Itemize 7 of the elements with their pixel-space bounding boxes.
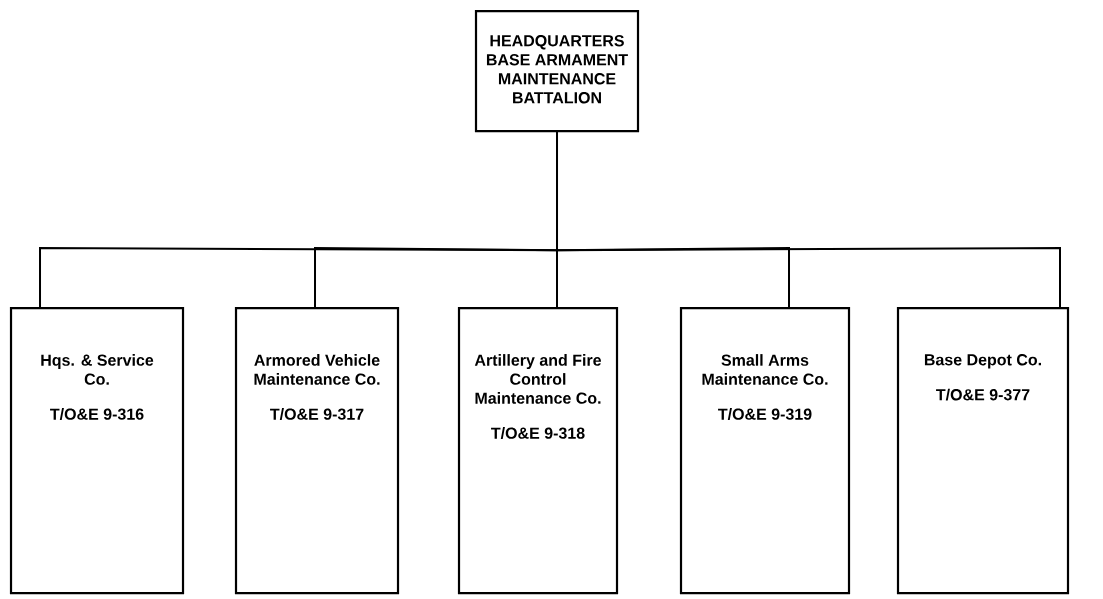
org-box: Hqs. & Service Co. T/O&E 9-316	[9, 307, 185, 595]
org-box: Base Depot Co. T/O&E 9-377	[896, 307, 1070, 595]
org-box: HEADQUARTERS BASE ARMAMENT MAINTENANCE BATTALION	[474, 10, 640, 133]
connector-line	[556, 131, 1061, 308]
org-box: Armored Vehicle Maintenance Co. T/O&E 9-317	[234, 307, 400, 595]
org-box: Small Arms Maintenance Co. T/O&E 9-319	[679, 307, 851, 595]
org-box: Artillery and Fire Control Maintenance Co. T/O&E 9-318	[457, 307, 619, 595]
